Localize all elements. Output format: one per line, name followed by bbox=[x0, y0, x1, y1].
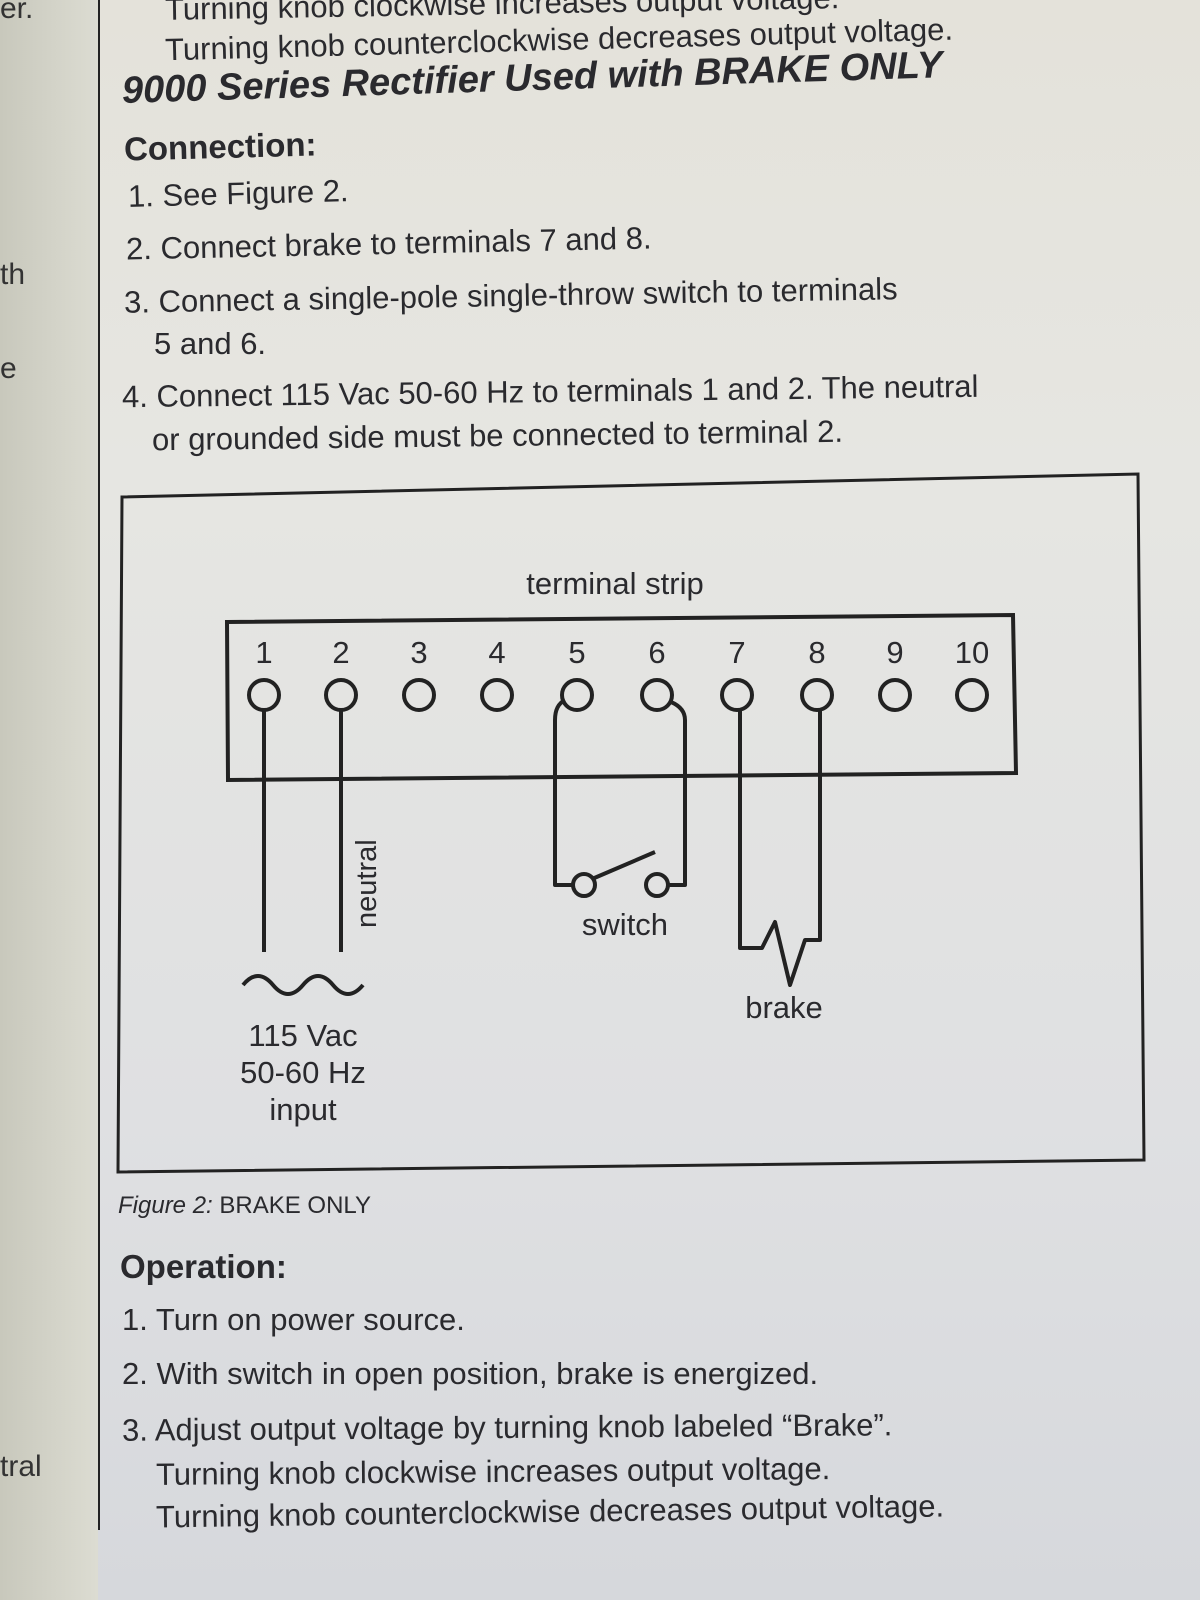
figure-caption: Figure 2: BRAKE ONLY bbox=[118, 1192, 371, 1220]
figure-caption-prefix: Figure 2: bbox=[118, 1192, 213, 1219]
input-label: 115 Vac bbox=[248, 1018, 357, 1053]
terminal-number: 3 bbox=[410, 635, 427, 670]
terminal-number: 8 bbox=[808, 635, 825, 670]
terminal-screw bbox=[640, 678, 674, 712]
operation-step: 3. Adjust output voltage by turning knob… bbox=[121, 1407, 893, 1448]
connection-step: 5 and 6. bbox=[154, 326, 267, 361]
terminal-screw bbox=[480, 678, 514, 712]
input-label: 50-60 Hz bbox=[240, 1055, 366, 1090]
terminal-strip-label: terminal strip bbox=[526, 566, 703, 601]
switch-arm bbox=[591, 850, 656, 881]
wire-terminal-5 bbox=[553, 698, 572, 887]
input-label: input bbox=[269, 1092, 337, 1127]
switch-contact bbox=[644, 872, 670, 898]
terminal-number: 2 bbox=[332, 635, 349, 670]
margin-fragment: e bbox=[0, 352, 17, 385]
switch-contact bbox=[571, 872, 597, 898]
terminal-screw bbox=[955, 678, 989, 712]
terminal-number: 4 bbox=[488, 635, 505, 670]
terminal-screw bbox=[402, 678, 436, 712]
terminal-screw bbox=[800, 678, 834, 712]
figure-frame bbox=[116, 472, 1146, 1174]
page-border-line bbox=[98, 0, 100, 1530]
terminal-screw bbox=[560, 678, 594, 712]
brake-coil-wire bbox=[738, 710, 822, 987]
figure-caption-text: BRAKE ONLY bbox=[219, 1192, 371, 1219]
terminal-screw bbox=[247, 678, 281, 712]
wire-terminal-6 bbox=[668, 700, 687, 887]
terminal-strip bbox=[224, 612, 1019, 783]
brake-label: brake bbox=[745, 990, 823, 1025]
operation-step: 2. With switch in open position, brake i… bbox=[122, 1356, 819, 1391]
terminal-number: 5 bbox=[568, 635, 585, 670]
terminal-screw bbox=[720, 678, 754, 712]
margin-fragment: tral bbox=[0, 1450, 42, 1483]
terminal-screw bbox=[878, 678, 912, 712]
switch-label: switch bbox=[582, 907, 668, 942]
terminal-number: 9 bbox=[886, 635, 903, 670]
margin-fragment: th bbox=[0, 258, 26, 291]
ac-source-symbol bbox=[241, 974, 365, 996]
terminal-number: 7 bbox=[728, 635, 745, 670]
terminal-screw bbox=[324, 678, 358, 712]
terminal-number: 10 bbox=[955, 635, 989, 670]
margin-fragment: er. bbox=[0, 0, 34, 25]
neutral-label: neutral bbox=[351, 839, 383, 928]
operation-step: Turning knob clockwise increases output … bbox=[155, 1451, 831, 1492]
terminal-number: 1 bbox=[255, 635, 272, 670]
operation-step: 1. Turn on power source. bbox=[122, 1302, 465, 1337]
adjacent-page bbox=[0, 0, 98, 1600]
operation-heading: Operation: bbox=[120, 1248, 287, 1285]
terminal-number: 6 bbox=[648, 635, 665, 670]
